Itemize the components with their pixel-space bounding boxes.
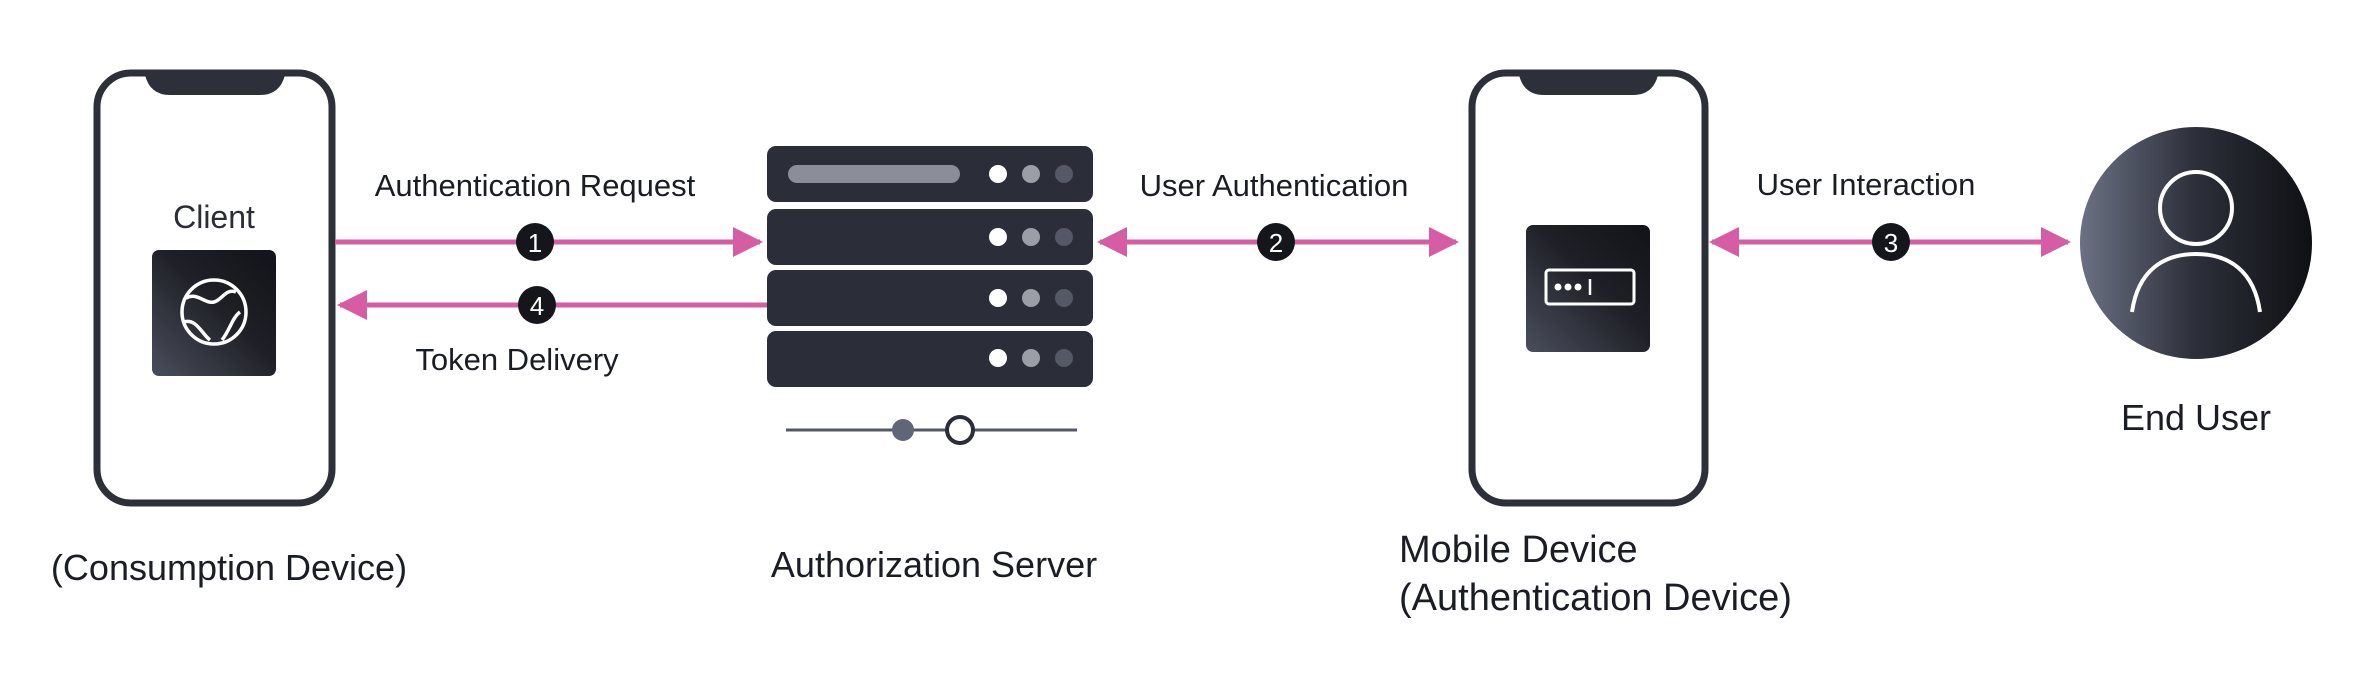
user-icon — [2080, 127, 2312, 359]
server-rack-icon — [767, 146, 1093, 445]
client-caption: (Consumption Device) — [50, 547, 408, 588]
step-badge-3: 3 — [1872, 223, 1910, 261]
step-badge-1: 1 — [516, 223, 554, 261]
client-label: Client — [173, 199, 255, 235]
flow-label-user-interaction: User Interaction — [1756, 167, 1976, 202]
step-badge-4: 4 — [518, 286, 556, 324]
svg-text:2: 2 — [1269, 228, 1283, 258]
flow-label-authentication-request: Authentication Request — [374, 168, 696, 203]
globe-icon — [152, 250, 276, 376]
flow-label-token-delivery: Token Delivery — [415, 342, 619, 377]
server-caption: Authorization Server — [770, 544, 1098, 585]
step-badge-2: 2 — [1257, 223, 1295, 261]
svg-text:4: 4 — [530, 291, 544, 321]
mobile-caption: Mobile Device (Authentication Device) — [1399, 527, 1792, 622]
mobile-caption-line2: (Authentication Device) — [1399, 576, 1792, 619]
flow-label-user-authentication: User Authentication — [1139, 168, 1409, 203]
svg-text:1: 1 — [528, 228, 542, 258]
password-field-icon — [1526, 225, 1650, 352]
end-user-caption: End User — [2120, 397, 2272, 438]
mobile-caption-line1: Mobile Device — [1399, 529, 1638, 571]
svg-text:3: 3 — [1884, 228, 1898, 258]
